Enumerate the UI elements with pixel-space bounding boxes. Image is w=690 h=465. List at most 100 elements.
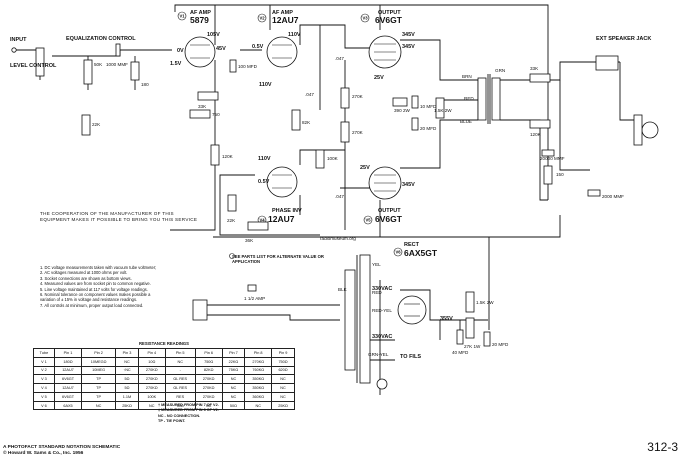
- table-cell: NC: [115, 356, 139, 367]
- tube-v5: V5 OUTPUT 6V6GT 345V 25V: [360, 165, 415, 225]
- v5-title: OUTPUT: [378, 208, 401, 214]
- ext-speaker-jack: [595, 55, 619, 71]
- table-cell: NC: [271, 374, 295, 385]
- equalization-pot: [83, 59, 93, 85]
- table-cell: 270KΩ: [194, 391, 223, 402]
- v1-cathode-voltage: 0V: [177, 48, 184, 54]
- table-header: Pin 8: [244, 348, 273, 358]
- table-cell: 750Ω: [194, 356, 223, 367]
- tube-v1: V1 AF AMP 5879 105V 45V 1.5V 0V: [170, 10, 226, 68]
- table-cell: 350KΩ: [244, 383, 273, 393]
- table-cell: NC: [221, 391, 246, 402]
- mid-components: 33K 750 120K 22K 36K 100 MFD 82K 100K 27…: [189, 56, 452, 243]
- v2-name: 12AU7: [272, 15, 299, 25]
- table-cell: TP: [81, 374, 117, 385]
- r12-value: 36K: [245, 238, 254, 243]
- table-cell: 75KΩ: [221, 365, 246, 376]
- table-header: Tube: [33, 348, 55, 358]
- table-header: Pin 1: [53, 348, 83, 358]
- table-cell: TP: [81, 391, 117, 402]
- v3-name: 6V6GT: [375, 15, 403, 25]
- c14-value: 20 MFD: [420, 126, 437, 131]
- table-cell: NC: [81, 400, 117, 411]
- vac-lower: 330VAC: [372, 334, 392, 340]
- c1-value: 1000 MMF: [106, 62, 128, 67]
- table-cell: RES: [164, 391, 196, 402]
- site-label: radiomuseum.org: [320, 236, 356, 241]
- ps-grn-yel: GRN-YEL: [368, 352, 389, 357]
- amp-rating: 1 1/2 AMP: [244, 296, 265, 301]
- r4-value: 180: [141, 82, 149, 87]
- table-cell: 270KΩ: [194, 383, 223, 393]
- c13b-value: .047: [335, 194, 344, 199]
- pilot-lamp: [376, 378, 388, 390]
- v1-name: 5879: [190, 15, 209, 25]
- table-header: Pin 2: [81, 348, 117, 358]
- footer: A PHOTOFACT STANDARD NOTATION SCHEMATIC …: [3, 445, 120, 457]
- page-number: 312-3: [647, 440, 678, 454]
- power-supply: 1 1/2 AMP YEL RED RED-YEL BLK GRN-YEL 33…: [192, 254, 509, 390]
- notes-block: 1. DC voltage measurements taken with va…: [40, 265, 210, 308]
- table-header: Pin 3: [115, 348, 139, 358]
- r2-value: 50K: [94, 62, 103, 67]
- r13-value: 270K: [352, 94, 364, 99]
- table-header-row: Tube Pin 1 Pin 2 Pin 3 Pin 4 Pin 5 Pin 6…: [33, 348, 295, 358]
- ps-red-yel: RED-YEL: [372, 308, 392, 313]
- r4-resistor: [130, 61, 140, 81]
- table-cell: NC: [271, 391, 295, 402]
- v2-title: AF AMP: [272, 10, 293, 16]
- resistance-note: NC - NO CONNECTION.: [158, 413, 201, 418]
- table-cell: V 3: [33, 374, 55, 385]
- v2-cathode-voltage: 110V: [259, 82, 272, 88]
- b-plus-voltage: 355V: [440, 316, 453, 322]
- table-cell: 620Ω: [271, 365, 295, 376]
- v2-grid-voltage: 0.5V: [252, 44, 264, 50]
- v1-callout: [177, 11, 187, 21]
- xfmr-brn: BRN: [462, 74, 472, 79]
- table-cell: 100K: [137, 391, 166, 402]
- v3-screen-voltage: 345V: [402, 44, 415, 50]
- table-cell: 270KΩ: [194, 374, 223, 385]
- v5-plate-voltage: 345V: [402, 182, 415, 188]
- table-cell: ↑NC: [115, 365, 139, 376]
- v1-grid-voltage: 1.5V: [170, 61, 182, 67]
- table-cell: 270KΩ: [244, 356, 273, 367]
- resistance-table-wrap: RESISTANCE READINGS Tube Pin 1 Pin 2 Pin…: [33, 341, 295, 411]
- table-cell: 12AU7: [53, 383, 83, 393]
- table-cell: NC: [164, 356, 196, 367]
- table-cell: V 1: [33, 356, 55, 367]
- xfmr-red: RED: [464, 96, 474, 101]
- r27-value: 1.5K 2W: [476, 300, 494, 305]
- table-cell: V 5: [33, 391, 55, 402]
- table-cell: NC: [221, 374, 246, 385]
- v3-cathode-voltage: 25V: [374, 75, 384, 81]
- v4-id: V4: [259, 218, 265, 223]
- c12-value: .047: [305, 92, 314, 97]
- level-control-pot: [35, 47, 45, 77]
- tube-v3: V3 OUTPUT 6V6GT 345V 345V 25V: [360, 10, 415, 81]
- note-line: 5. Line voltage maintained at 117 volts …: [40, 286, 148, 292]
- output-transformer: BRN GRN RED BLUE: [460, 68, 505, 124]
- ext-speaker-label: EXT SPEAKER JACK: [596, 36, 651, 42]
- table-cell: 50Ω: [221, 400, 246, 411]
- table-cell: 5Ω: [115, 374, 139, 385]
- input-label: INPUT: [10, 37, 27, 43]
- table-cell: 270KΩ: [137, 383, 166, 393]
- table-cell: V 6: [33, 400, 55, 411]
- table-header: Pin 6: [194, 348, 223, 358]
- table-cell: 25KΩ: [115, 400, 139, 411]
- v1-plate-voltage: 105V: [207, 32, 220, 38]
- ps-blk: BLK: [338, 287, 348, 292]
- r11-value: 82K: [302, 120, 311, 125]
- table-cell: 6AX5: [53, 400, 83, 411]
- r14-value: 100K: [327, 156, 339, 161]
- v5-cathode-voltage: 25V: [360, 165, 370, 171]
- input-section: INPUT LEVEL CONTROL EQUALIZATION CONTROL…: [10, 36, 149, 136]
- table-cell: TP: [81, 383, 117, 393]
- footer-line2: © Howard W. Sams & Co., Inc. 1956: [3, 451, 84, 457]
- fuse: [247, 284, 257, 292]
